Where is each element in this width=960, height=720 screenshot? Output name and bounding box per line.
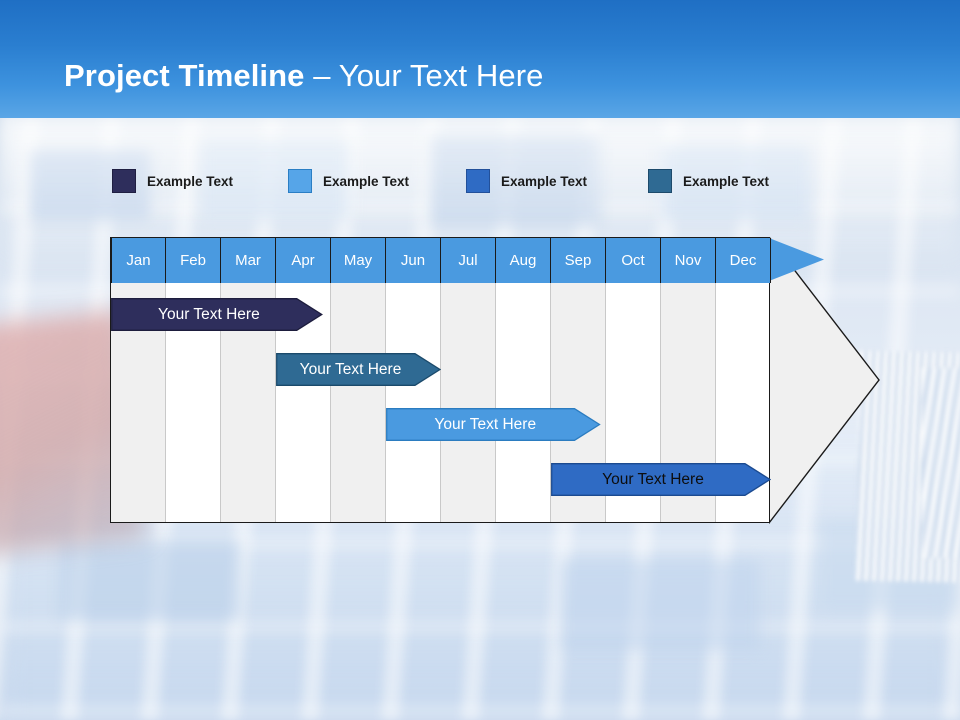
timeline-column — [606, 238, 661, 522]
task-bar-label: Your Text Here — [602, 470, 704, 488]
background-sleeve-cuff — [922, 368, 960, 558]
task-bar-shape — [111, 298, 323, 331]
timeline-column — [441, 238, 496, 522]
task-bar-shape — [276, 353, 441, 386]
month-header-cell[interactable]: May — [331, 238, 386, 283]
task-bar-shape — [551, 463, 771, 496]
timeline-column — [111, 238, 166, 522]
task-bar[interactable]: Your Text Here — [386, 408, 601, 441]
timeline-column — [386, 238, 441, 522]
month-header-cell[interactable]: Jan — [111, 238, 166, 283]
month-header-cell[interactable]: Apr — [276, 238, 331, 283]
legend-swatch-icon — [288, 169, 312, 193]
title-banner — [0, 0, 960, 118]
legend-swatch-icon — [648, 169, 672, 193]
legend-item-label: Example Text — [323, 173, 410, 189]
month-header-cell[interactable]: Oct — [606, 238, 661, 283]
legend-item-label: Example Text — [501, 173, 588, 189]
timeline-column — [221, 238, 276, 522]
timeline-column — [166, 238, 221, 522]
legend-item[interactable]: Example Text — [466, 168, 587, 194]
timeline-column — [496, 238, 551, 522]
legend-item[interactable]: Example Text — [112, 168, 233, 194]
task-bar[interactable]: Your Text Here — [111, 298, 323, 331]
month-header-cell[interactable]: Nov — [661, 238, 716, 283]
page-title-bold: Project Timeline — [64, 58, 305, 93]
month-header-cell[interactable]: Mar — [221, 238, 276, 283]
month-header-cell[interactable]: Aug — [496, 238, 551, 283]
task-bar-label: Your Text Here — [299, 360, 402, 378]
legend-swatch-icon — [466, 169, 490, 193]
month-header-cell[interactable]: Sep — [551, 238, 606, 283]
legend-item[interactable]: Example Text — [648, 168, 769, 194]
legend-item-label: Example Text — [147, 173, 234, 189]
background-panel — [560, 560, 760, 650]
task-bar-label: Your Text Here — [434, 415, 537, 433]
background-panel — [60, 540, 240, 620]
legend-swatch-icon — [112, 169, 136, 193]
task-bar-label: Your Text Here — [158, 305, 260, 323]
month-header-cell[interactable]: Jun — [386, 238, 441, 283]
month-header-cell[interactable]: Jul — [441, 238, 496, 283]
task-bar[interactable]: Your Text Here — [551, 463, 771, 496]
page-title-light: – Your Text Here — [304, 58, 544, 93]
timeline-arrow-head — [769, 237, 881, 524]
month-header-cell[interactable]: Dec — [716, 238, 771, 283]
month-header-cell[interactable]: Feb — [166, 238, 221, 283]
page-title: Project Timeline – Your Text Here — [64, 58, 543, 94]
legend-item[interactable]: Example Text — [288, 168, 409, 194]
legend-item-label: Example Text — [683, 173, 770, 189]
task-bar[interactable]: Your Text Here — [276, 353, 441, 386]
task-bar-shape — [386, 408, 601, 441]
